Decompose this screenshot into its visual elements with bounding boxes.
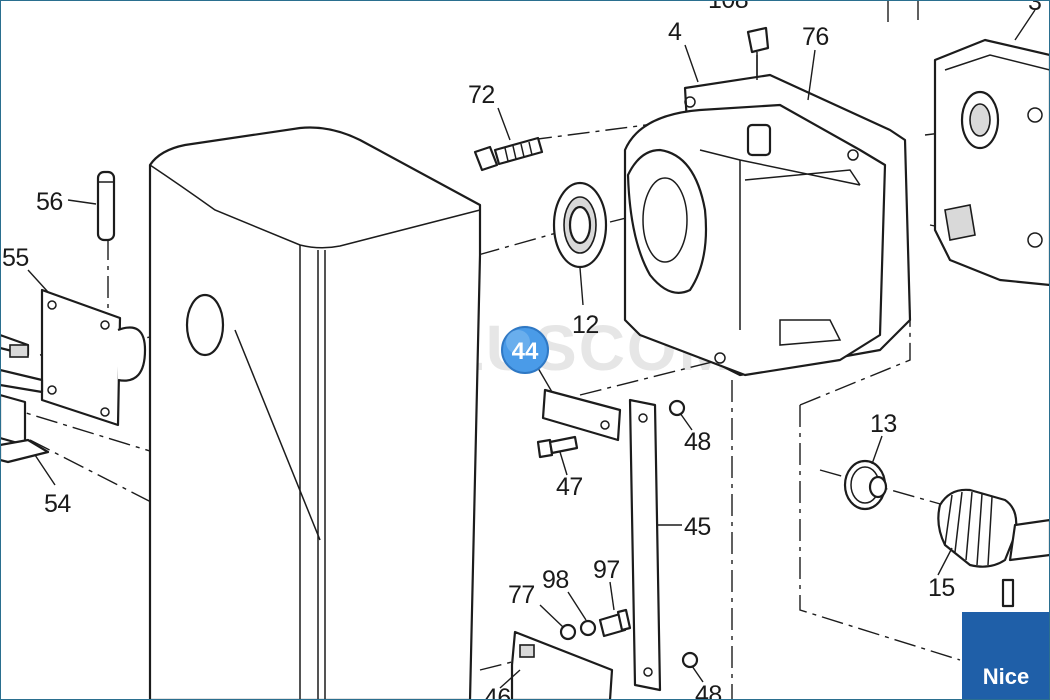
label-part-4: 4 bbox=[668, 18, 682, 46]
label-part-3: 3 bbox=[1028, 0, 1041, 16]
leader-lines bbox=[27, 9, 1036, 689]
label-part-55: 55 bbox=[2, 244, 29, 272]
part-48-nut-bottom bbox=[681, 651, 699, 669]
label-part-77: 77 bbox=[508, 581, 535, 609]
label-part-98: 98 bbox=[542, 566, 569, 594]
label-part-108: 108 bbox=[708, 0, 748, 14]
part-77-washer bbox=[559, 623, 577, 641]
label-part-72: 72 bbox=[468, 81, 495, 109]
label-part-48-top: 48 bbox=[684, 428, 711, 456]
part-97-screw bbox=[598, 608, 632, 638]
label-part-48-bottom: 48 bbox=[695, 681, 722, 700]
part-15-worm-shaft bbox=[937, 488, 1050, 608]
label-part-12: 12 bbox=[572, 311, 599, 339]
part-4-gearbox-housing bbox=[623, 73, 912, 377]
part-3-cover bbox=[933, 38, 1050, 287]
label-part-45: 45 bbox=[684, 513, 711, 541]
nice-logo: Nice bbox=[962, 612, 1050, 700]
part-98-washer bbox=[579, 619, 597, 637]
nice-logo-text: Nice bbox=[982, 664, 1030, 689]
label-part-15: 15 bbox=[928, 574, 955, 602]
label-part-46: 46 bbox=[484, 684, 511, 700]
part-45-bar bbox=[628, 398, 662, 692]
part-13-bushing bbox=[843, 459, 888, 511]
badge-label-44: 44 bbox=[512, 338, 539, 365]
label-part-97: 97 bbox=[593, 556, 620, 584]
label-part-76: 76 bbox=[802, 23, 829, 51]
part-54-bracket bbox=[0, 333, 50, 464]
main-column-housing bbox=[148, 126, 482, 700]
part-55-plate bbox=[40, 288, 147, 427]
part-108-screw bbox=[746, 26, 770, 80]
label-part-13: 13 bbox=[870, 410, 897, 438]
highlight-badge-44[interactable]: 44 bbox=[501, 326, 549, 374]
part-46-plate bbox=[510, 630, 614, 700]
part-44-plate bbox=[541, 388, 622, 442]
part-47-screw bbox=[536, 435, 579, 459]
part-56-pin bbox=[96, 170, 116, 242]
label-part-54: 54 bbox=[44, 490, 71, 518]
part-12-seal-ring bbox=[552, 181, 608, 269]
part-48-nut-top bbox=[668, 399, 686, 417]
label-part-47: 47 bbox=[556, 473, 583, 501]
part-72-bolt bbox=[473, 136, 544, 172]
label-part-56: 56 bbox=[36, 188, 63, 216]
